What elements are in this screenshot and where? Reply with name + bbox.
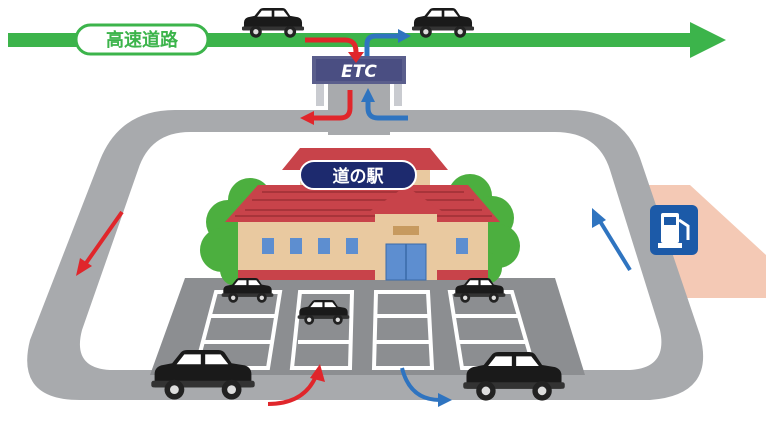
fuel-pump-icon — [650, 205, 698, 255]
station-label: 道の駅 — [333, 166, 385, 187]
highway-label: 高速道路 — [106, 29, 179, 51]
etc-label: ETC — [341, 62, 377, 82]
